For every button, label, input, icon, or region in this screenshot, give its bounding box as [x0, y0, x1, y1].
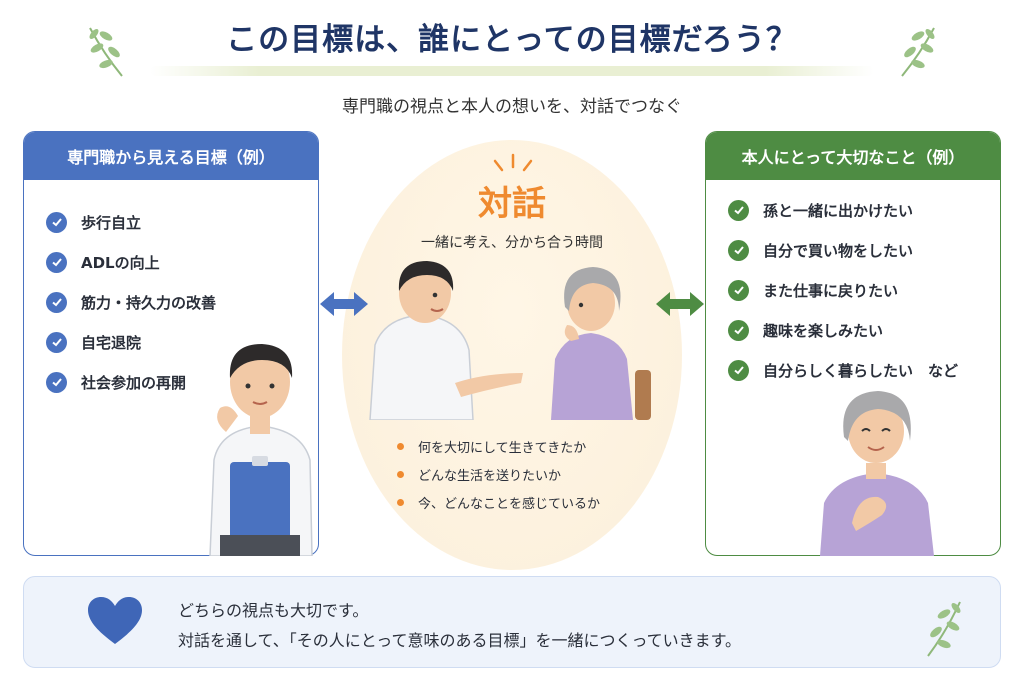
double-arrow-icon [656, 292, 704, 316]
person-values-heading: 本人にとって大切なこと（例） [706, 132, 1000, 180]
list-item: 社会参加の再開 [46, 362, 216, 402]
check-icon [728, 199, 749, 221]
list-item: 趣味を楽しみたい [728, 310, 958, 350]
list-item-label: 自分で買い物をしたい [763, 241, 914, 260]
list-item-label: 趣味を楽しみたい [763, 321, 884, 340]
subtitle: 専門職の視点と本人の想いを、対話でつなぐ [342, 97, 682, 117]
bullet-icon [397, 498, 404, 506]
list-item-label: ADLの向上 [81, 253, 160, 272]
dialog-bullets: 何を大切にして生きてきたか どんな生活を送りたいか 今、どんなことを感じているか [397, 432, 600, 516]
dialog-subheading: 一緒に考え、分かち合う時間 [421, 235, 603, 251]
list-item-label: 何を大切にして生きてきたか [418, 440, 587, 456]
check-icon [728, 239, 749, 261]
list-item: 筋力・持久力の改善 [46, 282, 216, 322]
list-item-label: 筋力・持久力の改善 [81, 293, 217, 312]
leaf-sprig-icon [927, 601, 961, 657]
person-values-list: 孫と一緒に出かけたい 自分で買い物をしたい また仕事に戻りたい 趣味を楽しみたい… [728, 190, 958, 390]
list-item: 今、どんなことを感じているか [397, 488, 600, 516]
check-icon [46, 371, 67, 393]
list-item: どんな生活を送りたいか [397, 460, 600, 488]
page-title: この目標は、誰にとっての目標だろう？ [226, 22, 798, 58]
title-underline [150, 66, 874, 76]
list-item-label: 今、どんなことを感じているか [418, 496, 601, 512]
leaf-sprig-icon [901, 27, 935, 77]
heart-icon [88, 597, 142, 644]
list-item: 孫と一緒に出かけたい [728, 190, 958, 230]
conversation-illustration [369, 261, 651, 420]
check-icon [728, 319, 749, 341]
list-item-label: 社会参加の再開 [81, 373, 187, 392]
sparkle-icon [493, 153, 533, 172]
bullet-icon [397, 470, 404, 478]
list-item: 何を大切にして生きてきたか [397, 432, 600, 460]
summary-box [23, 576, 1001, 668]
list-item: 自分らしく暮らしたい など [728, 350, 958, 390]
double-arrow-icon [320, 292, 368, 316]
list-item-label: 自分らしく暮らしたい など [763, 361, 959, 380]
list-item-label: また仕事に戻りたい [763, 281, 899, 300]
person-illustration [820, 391, 934, 556]
list-item-label: 歩行自立 [81, 213, 142, 232]
summary-line-2: 対話を通して、「その人にとって意味のある目標」を一緒につくっていきます。 [178, 631, 742, 650]
list-item-label: どんな生活を送りたいか [418, 468, 562, 484]
list-item-label: 孫と一緒に出かけたい [763, 201, 914, 220]
list-item: 自分で買い物をしたい [728, 230, 958, 270]
dialog-heading: 対話 [478, 184, 546, 224]
check-icon [46, 211, 67, 233]
title-area: この目標は、誰にとっての目標だろう？ [0, 14, 1024, 59]
check-icon [46, 331, 67, 353]
bullet-icon [397, 442, 404, 450]
leaf-sprig-icon [89, 27, 123, 77]
list-item: また仕事に戻りたい [728, 270, 958, 310]
list-item: ADLの向上 [46, 242, 216, 282]
professional-illustration [209, 344, 313, 556]
check-icon [46, 251, 67, 273]
list-item-label: 自宅退院 [81, 333, 142, 352]
check-icon [728, 279, 749, 301]
check-icon [46, 291, 67, 313]
professional-goals-list: 歩行自立 ADLの向上 筋力・持久力の改善 自宅退院 社会参加の再開 [46, 202, 216, 402]
list-item: 歩行自立 [46, 202, 216, 242]
check-icon [728, 359, 749, 381]
list-item: 自宅退院 [46, 322, 216, 362]
summary-line-1: どちらの視点も大切です。 [178, 601, 369, 620]
professional-goals-heading: 専門職から見える目標（例） [24, 132, 318, 180]
